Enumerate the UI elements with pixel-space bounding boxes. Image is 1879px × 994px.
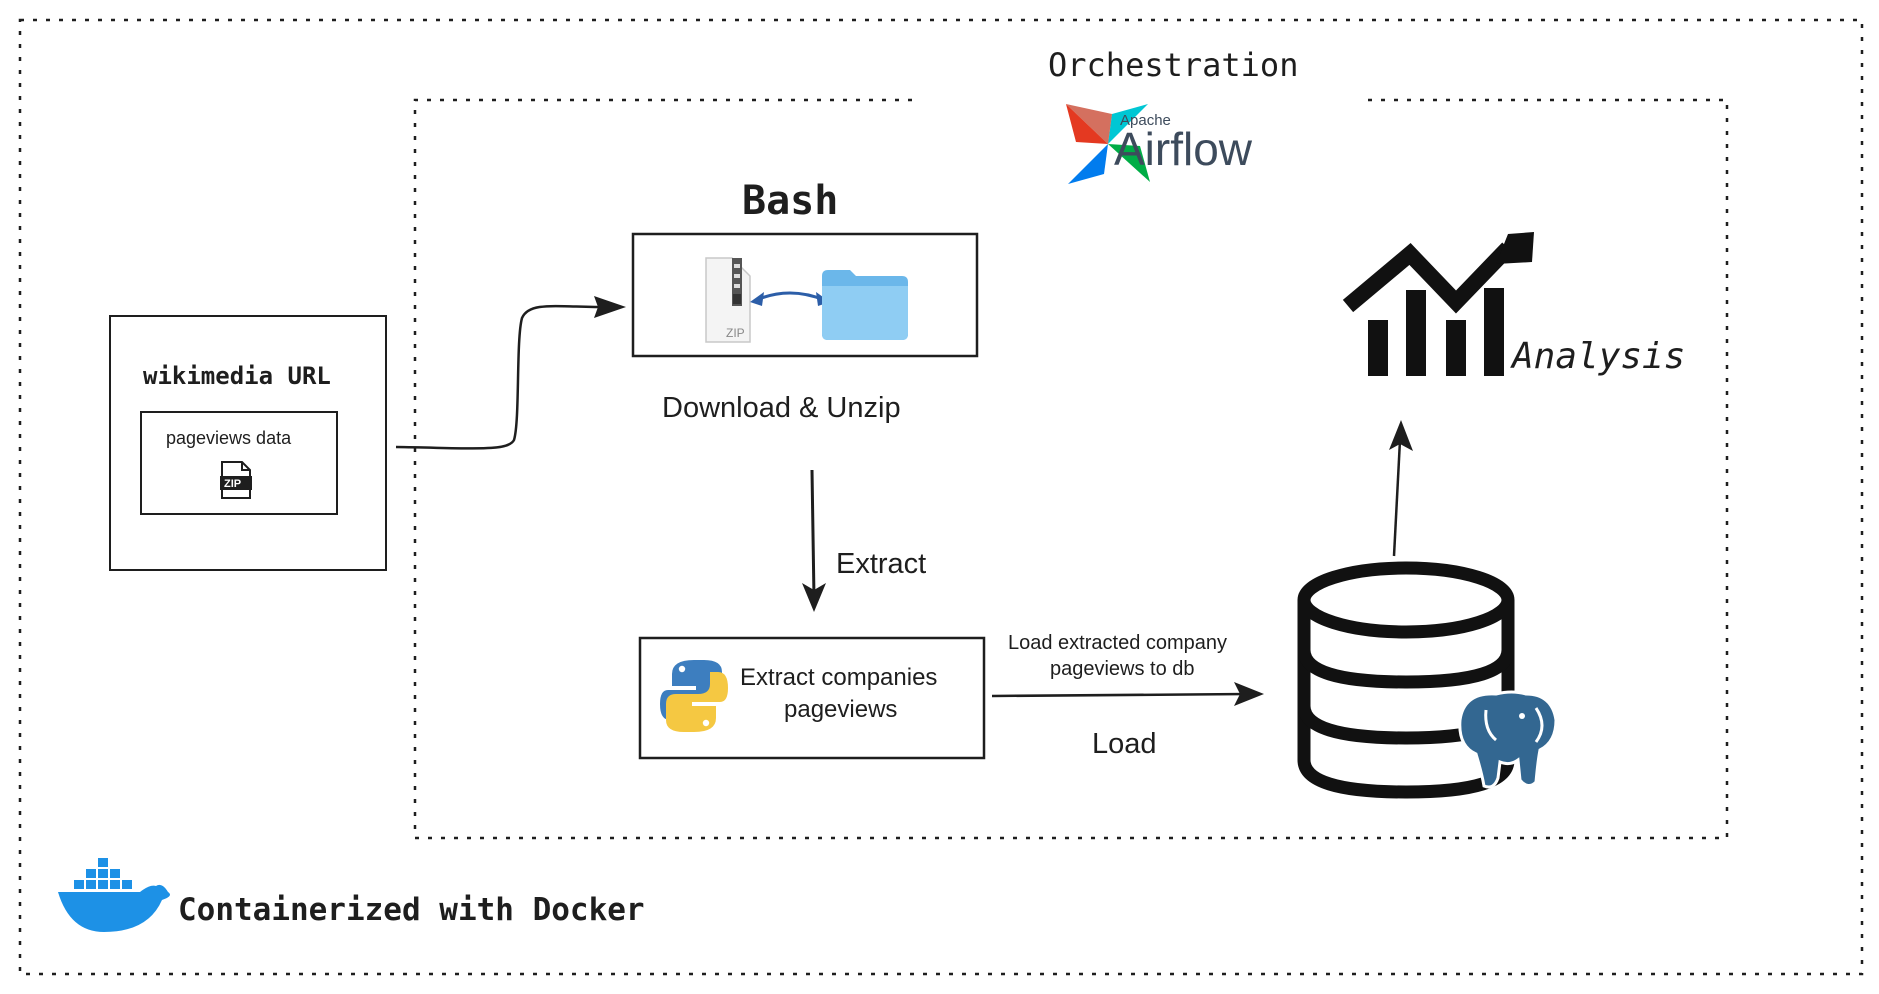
load-arrow <box>991 692 1249 698</box>
analysis-chart-icon <box>1342 232 1534 376</box>
python-logo-icon <box>660 660 728 732</box>
airflow-logo-icon <box>1066 104 1150 184</box>
bash-zip-label: ZIP <box>726 326 745 340</box>
transfer-double-arrow <box>750 291 830 306</box>
load-arrow-label: Load <box>1092 728 1157 760</box>
postgres-elephant-icon <box>1458 690 1558 789</box>
zip-archive-icon <box>705 257 751 343</box>
folder-icon <box>822 270 908 340</box>
bash-box <box>631 232 979 358</box>
extract-arrow <box>810 469 816 599</box>
analysis-arrow-head <box>1389 420 1413 451</box>
source-box <box>109 315 387 571</box>
source-zip-label: ZIP <box>224 478 242 490</box>
load-note-line-1: Load extracted company <box>1008 632 1228 654</box>
zip-file-icon <box>220 461 252 499</box>
extract-arrow-head <box>802 583 826 612</box>
bash-title: Bash <box>742 178 839 224</box>
docker-whale-icon <box>58 858 170 932</box>
extract-box-label-2: pageviews <box>784 696 898 723</box>
load-note-line-2: pageviews to db <box>1050 658 1195 680</box>
download-arrow-head <box>594 296 626 318</box>
docker-container-border <box>18 18 1864 976</box>
orchestration-border <box>413 98 1729 840</box>
download-arrow <box>395 304 621 450</box>
extract-box-label-1: Extract companies <box>740 664 938 691</box>
pageviews-data-box <box>140 411 338 515</box>
extract-arrow-label: Extract <box>836 548 927 580</box>
extract-box <box>638 636 986 760</box>
orchestration-title: Orchestration <box>1048 46 1299 84</box>
source-title: wikimedia URL <box>143 362 331 390</box>
analysis-arrow <box>1392 439 1402 557</box>
pageviews-data-label: pageviews data <box>166 428 292 448</box>
docker-label: Containerized with Docker <box>178 892 645 928</box>
download-unzip-caption: Download & Unzip <box>662 392 901 424</box>
airflow-apache-label: Apache <box>1120 112 1171 129</box>
analysis-label: Analysis <box>1512 336 1686 377</box>
airflow-label: Airflow <box>1114 123 1253 175</box>
load-arrow-head <box>1234 682 1264 706</box>
